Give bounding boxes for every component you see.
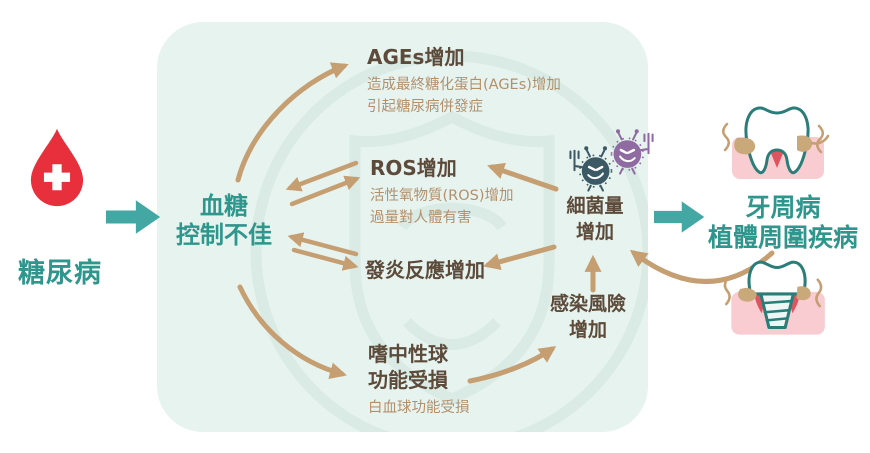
bacteria-node: 細菌量 增加 bbox=[548, 194, 642, 245]
arrow-bloodsugar-to-neutrophil bbox=[237, 284, 347, 380]
neutrophil-title-1: 嗜中性球 bbox=[368, 342, 448, 366]
ages-desc-1: 造成最終糖化蛋白(AGEs)增加 bbox=[367, 77, 561, 93]
mechanism-neutrophil: 嗜中性球 功能受損 白血球功能受損 bbox=[368, 341, 470, 419]
ages-title: AGEs增加 bbox=[367, 45, 465, 69]
infection-risk-node: 感染風險 增加 bbox=[528, 292, 648, 343]
mechanism-inflammation: 發炎反應增加 bbox=[365, 257, 485, 283]
outcome-line1: 牙周病 bbox=[745, 193, 821, 222]
arrow-bacteria-to-ros bbox=[487, 162, 559, 192]
arrow-neutrophil-to-infection bbox=[467, 346, 557, 384]
shield-watermark-icon bbox=[250, 50, 648, 432]
germ-dark-icon bbox=[569, 146, 613, 192]
arrow-bloodsugar-to-inflammation bbox=[291, 247, 359, 271]
ros-desc-1: 活性氧物質(ROS)增加 bbox=[370, 188, 514, 204]
mechanism-ages: AGEs增加 造成最終糖化蛋白(AGEs)增加 引起糖尿病併發症 bbox=[367, 44, 561, 119]
big-arrow-outcome-icon bbox=[654, 201, 705, 233]
neutrophil-desc: 白血球功能受損 bbox=[368, 400, 470, 416]
arrow-inflammation-to-bloodsugar bbox=[287, 232, 359, 257]
outcome-label: 牙周病 植體周圍疾病 bbox=[698, 193, 868, 253]
ros-title: ROS增加 bbox=[370, 156, 457, 180]
arrow-bacteria-to-inflammation bbox=[483, 244, 557, 271]
implant-periimplantitis-icon bbox=[723, 260, 825, 335]
ages-desc-2: 引起糖尿病併發症 bbox=[367, 99, 483, 116]
mechanism-panel bbox=[157, 22, 648, 432]
glycemic-line2: 控制不佳 bbox=[176, 221, 272, 250]
germ-purple-icon bbox=[610, 129, 654, 175]
arrow-bloodsugar-to-ages bbox=[235, 62, 349, 183]
infection-line1: 感染風險 bbox=[549, 293, 626, 315]
big-arrow-right-icon bbox=[106, 200, 161, 234]
mechanism-ros: ROS增加 活性氧物質(ROS)增加 過量對人體有害 bbox=[370, 155, 514, 230]
bacteria-line1: 細菌量 bbox=[566, 195, 624, 217]
glycemic-line1: 血糖 bbox=[200, 192, 248, 220]
arrow-ros-to-bloodsugar bbox=[285, 160, 359, 192]
inflammation-title: 發炎反應增加 bbox=[365, 258, 485, 282]
bacteria-line2: 增加 bbox=[575, 220, 614, 243]
neutrophil-title-2: 功能受損 bbox=[368, 368, 448, 392]
infection-line2: 增加 bbox=[568, 318, 607, 341]
blood-drop-icon bbox=[30, 128, 84, 207]
diabetes-label: 糖尿病 bbox=[4, 258, 116, 291]
diabetes-text: 糖尿病 bbox=[18, 258, 102, 289]
tooth-periodontitis-icon bbox=[722, 106, 830, 179]
arrow-bloodsugar-to-ros bbox=[289, 175, 361, 207]
ros-desc-2: 過量對人體有害 bbox=[370, 210, 472, 227]
glycemic-control-label: 血糖 控制不佳 bbox=[156, 192, 292, 251]
outcome-line2: 植體周圍疾病 bbox=[707, 223, 858, 252]
